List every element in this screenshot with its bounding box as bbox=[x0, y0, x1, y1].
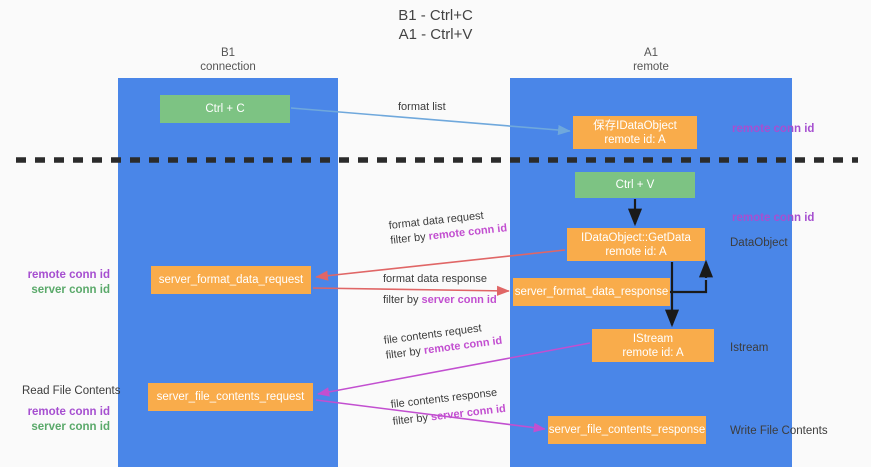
annotation-remote-conn-id-top-text: remote conn id bbox=[732, 123, 815, 135]
filter-prefix-4: filter by bbox=[392, 411, 432, 428]
column-header-b1-name: B1 bbox=[220, 47, 236, 59]
node-server-file-contents-request: server_file_contents_request bbox=[148, 383, 313, 411]
node-idataobject-line2: remote id: A bbox=[604, 133, 666, 146]
node-istream-line1: IStream bbox=[632, 332, 674, 345]
node-server-file-contents-response-label: server_file_contents_response bbox=[548, 424, 706, 436]
annotation-dataobject: DataObject bbox=[730, 236, 788, 251]
column-header-b1: B1 connection bbox=[118, 46, 338, 74]
edge-label-format-data-request: format data request filter by remote con… bbox=[388, 206, 508, 248]
node-ctrl-v-label: Ctrl + V bbox=[615, 179, 655, 191]
node-istream-line2: remote id: A bbox=[622, 346, 684, 359]
node-server-format-data-request-label: server_format_data_request bbox=[158, 274, 304, 286]
annotation-remote-conn-id-mid: remote conn id bbox=[732, 211, 814, 226]
node-idataobject: 保存IDataObject remote id: A bbox=[573, 116, 697, 149]
filter-prefix-1: filter by bbox=[389, 230, 430, 247]
annotation-istream: Istream bbox=[730, 341, 768, 356]
edge-label-format-data-response-line2: filter by server conn id bbox=[383, 293, 497, 307]
annotation-remote-conn-id-left-1: remote conn id bbox=[27, 269, 110, 281]
column-header-a1-role: remote bbox=[633, 61, 669, 73]
annotation-remote-conn-id-mid-text: remote conn id bbox=[732, 212, 815, 224]
node-ctrl-v: Ctrl + V bbox=[575, 172, 695, 198]
edge-label-format-data-response-line1: format data response bbox=[383, 273, 487, 285]
annotation-read-file-contents: Read File Contents bbox=[22, 385, 121, 397]
filter-prefix-3: filter by bbox=[385, 344, 425, 362]
annotation-server-conn-id-left-1: server conn id bbox=[31, 284, 110, 296]
page-title: B1 - Ctrl+C A1 - Ctrl+V bbox=[0, 6, 871, 44]
filter-prefix-2: filter by bbox=[383, 294, 422, 306]
node-server-file-contents-request-label: server_file_contents_request bbox=[156, 391, 305, 403]
node-istream: IStream remote id: A bbox=[592, 329, 714, 362]
column-header-b1-role: connection bbox=[200, 61, 256, 73]
edge-label-format-list-text: format list bbox=[398, 101, 446, 113]
annotation-conn-ids-format: remote conn id server conn id bbox=[22, 268, 110, 298]
node-server-format-data-response-label: server_format_data_response bbox=[514, 286, 669, 298]
title-line-2: A1 - Ctrl+V bbox=[398, 26, 473, 43]
annotation-write-file-contents: Write File Contents bbox=[730, 424, 828, 439]
annotation-write-file-contents-text: Write File Contents bbox=[730, 425, 828, 437]
annotation-dataobject-text: DataObject bbox=[730, 237, 788, 249]
edge-label-file-contents-request: file contents request filter by remote c… bbox=[383, 319, 503, 363]
annotation-conn-ids-file: Read File Contents remote conn id server… bbox=[22, 384, 121, 435]
filter-key-server-conn-id-1: server conn id bbox=[421, 294, 497, 306]
edge-label-file-contents-response: file contents response filter by server … bbox=[390, 385, 507, 429]
node-ctrl-c-label: Ctrl + C bbox=[205, 103, 245, 115]
node-idataobject-getdata: IDataObject::GetData remote id: A bbox=[567, 228, 705, 261]
section-divider bbox=[16, 157, 858, 163]
edge-label-format-data-response: format data response filter by server co… bbox=[383, 272, 497, 307]
node-getdata-line1: IDataObject::GetData bbox=[581, 231, 691, 244]
annotation-istream-text: Istream bbox=[730, 342, 769, 354]
annotation-remote-conn-id-top: remote conn id bbox=[732, 122, 814, 137]
edge-label-format-list: format list bbox=[398, 100, 446, 114]
column-header-a1-name: A1 bbox=[643, 47, 659, 59]
node-server-format-data-request: server_format_data_request bbox=[151, 266, 311, 294]
node-ctrl-c: Ctrl + C bbox=[160, 95, 290, 123]
node-server-format-data-response: server_format_data_response bbox=[513, 278, 670, 306]
annotation-remote-conn-id-left-2: remote conn id bbox=[27, 406, 110, 418]
title-line-1: B1 - Ctrl+C bbox=[398, 7, 473, 24]
column-header-a1: A1 remote bbox=[510, 46, 792, 74]
node-getdata-line2: remote id: A bbox=[605, 245, 667, 258]
node-server-file-contents-response: server_file_contents_response bbox=[548, 416, 706, 444]
annotation-server-conn-id-left-2: server conn id bbox=[31, 421, 110, 433]
node-idataobject-line1: 保存IDataObject bbox=[593, 119, 677, 132]
